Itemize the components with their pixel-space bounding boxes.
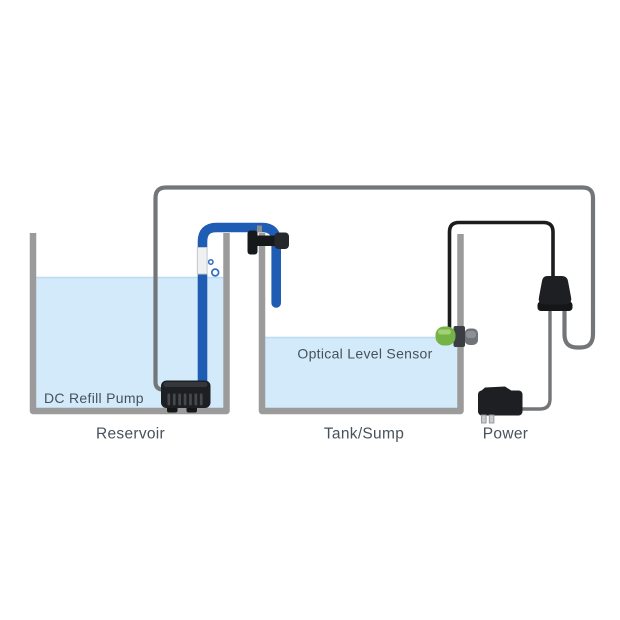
tank-sump-label: Tank/Sump (324, 426, 404, 443)
adapter-body (478, 390, 523, 416)
sensor-green-body (435, 326, 456, 346)
cable-junction-connector (537, 276, 573, 311)
clamp-arm (249, 235, 282, 246)
air-bubbles-icon (207, 259, 220, 277)
optical-level-sensor (435, 326, 478, 347)
clamp-knob (274, 232, 289, 249)
tank-water (265, 337, 458, 408)
pump-power-cable (153, 185, 596, 392)
dc-refill-pump (161, 380, 211, 413)
clamp-screw (257, 225, 262, 233)
tube-mount-clamp (247, 225, 289, 255)
adapter-prong-left (481, 414, 487, 424)
connector-bell (538, 276, 572, 305)
pump-intake-grille (167, 393, 203, 406)
sensor-clamp-ring (453, 326, 465, 347)
reservoir-walls (29, 233, 230, 415)
sensor-outer-cap-highlight (466, 331, 476, 338)
reservoir-container (29, 233, 230, 415)
power-label: Power (483, 426, 528, 443)
adapter-top-cap (481, 386, 512, 391)
adapter-prong-right (488, 414, 495, 424)
dc-refill-pump-label: DC Refill Pump (44, 390, 144, 406)
sensor-signal-cable (447, 220, 555, 334)
check-valve (196, 247, 220, 277)
check-valve-body (196, 247, 208, 275)
tank-walls (258, 233, 464, 415)
power-adapter (478, 386, 523, 424)
adapter-output-cable (518, 304, 552, 411)
sensor-green-highlight (438, 329, 451, 335)
pump-body-highlight (163, 382, 208, 387)
tank-sump-container (258, 233, 464, 415)
reservoir-label: Reservoir (96, 426, 165, 443)
optical-level-sensor-label: Optical Level Sensor (297, 346, 432, 362)
